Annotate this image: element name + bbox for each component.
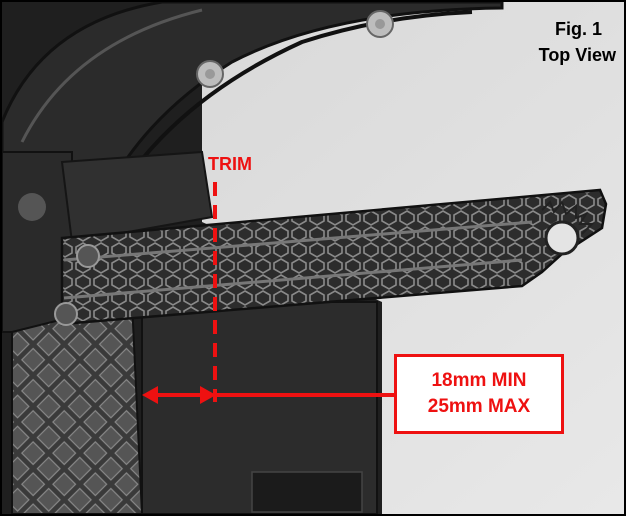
screw-icon — [366, 10, 394, 38]
arm-rail-bottom — [63, 258, 523, 300]
frame-beam — [60, 150, 214, 244]
trim-label: TRIM — [208, 154, 252, 174]
arm-pivot-icon — [54, 244, 100, 326]
clamp-end-icon — [541, 199, 595, 256]
figure-view-label: Top View — [538, 45, 616, 65]
ring-highlight — [20, 8, 203, 143]
ring-inner-edge — [130, 10, 473, 174]
figure-number: Fig. 1 — [554, 19, 602, 39]
arm-rail-top — [63, 220, 533, 262]
arrow-head-right-icon — [200, 386, 216, 404]
figure-caption: Fig. 1 Top View — [539, 16, 616, 68]
min-dimension: 18mm MIN — [431, 370, 527, 391]
arrow-head-left-icon — [142, 386, 158, 404]
lower-slot — [251, 471, 363, 513]
left-hole — [18, 193, 46, 221]
screw-icon — [196, 60, 224, 88]
outer-ring — [2, 2, 504, 305]
lattice-panel — [11, 300, 144, 514]
dimension-callout: 18mm MIN 25mm MAX — [394, 354, 564, 434]
max-dimension: 25mm MAX — [427, 396, 531, 417]
